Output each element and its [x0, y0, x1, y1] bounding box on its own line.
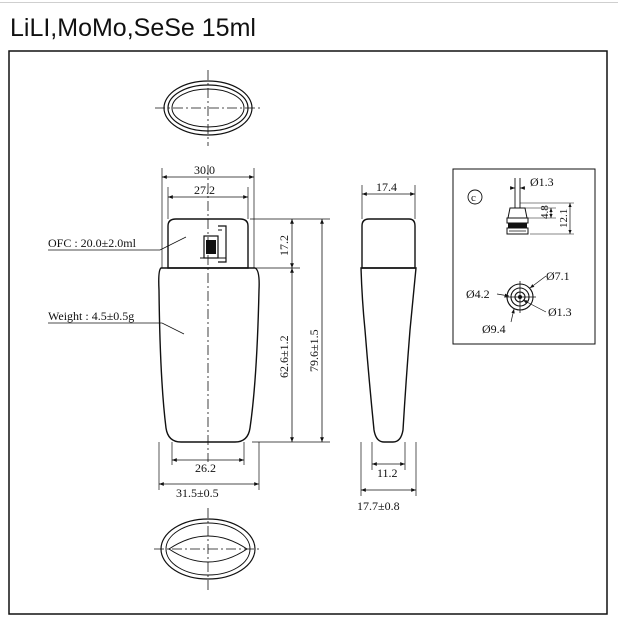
dim-cap-height-label: 17.2	[277, 235, 291, 256]
dim-width-overall-label: 31.5±0.5	[176, 486, 219, 500]
detail-d3: Ø4.2	[466, 287, 490, 301]
front-view	[158, 165, 260, 462]
dimension-side-bottom: 11.2	[371, 442, 406, 480]
ofc-note: OFC : 20.0±2.0ml	[48, 236, 187, 251]
dim-width-bottom-label: 26.2	[195, 461, 216, 475]
detail-d4: Ø1.3	[548, 305, 572, 319]
dimension-width-overall: 31.5±0.5	[158, 442, 260, 500]
top-view	[155, 70, 261, 146]
detail-h1: 4.8	[539, 205, 551, 219]
dim-side-top-label: 17.4	[376, 180, 397, 194]
weight-label: Weight : 4.5±0.5g	[48, 309, 134, 323]
weight-note: Weight : 4.5±0.5g	[48, 309, 185, 335]
dimension-total-height: 79.6±1.5	[307, 219, 324, 442]
side-view	[360, 218, 417, 443]
dim-body-height-label: 62.6±1.2	[277, 335, 291, 378]
page-title: LiLI,MoMo,SeSe 15ml	[10, 14, 256, 42]
dimension-side-overall: 17.7±0.8	[357, 442, 417, 513]
detail-d1: Ø1.3	[530, 175, 554, 189]
dimension-width-bottom: 26.2	[171, 442, 245, 475]
detail-d5: Ø9.4	[482, 322, 506, 336]
dimension-width-cap: 27.2	[167, 183, 249, 219]
dimension-cap-height: 17.2	[250, 218, 330, 269]
dimension-body-height: 62.6±1.2	[252, 268, 330, 443]
dim-width-cap-label: 27.2	[194, 183, 215, 197]
detail-d2: Ø7.1	[546, 269, 570, 283]
dim-side-bottom-label: 11.2	[377, 466, 398, 480]
bottom-view	[154, 508, 262, 590]
dim-total-height-label: 79.6±1.5	[307, 329, 321, 372]
ofc-label: OFC : 20.0±2.0ml	[48, 236, 137, 250]
top-divider	[0, 2, 618, 3]
detail-mark: c	[471, 192, 476, 204]
dimension-side-top: 17.4	[361, 180, 416, 219]
dimension-width-top: 30.0	[161, 163, 255, 268]
dim-width-top-label: 30.0	[194, 163, 215, 177]
detail-h2: 12.1	[558, 209, 570, 228]
drawing-frame	[8, 50, 608, 615]
detail-box: c Ø1.3 4.8 12.1 Ø7.1 Ø4.2 Ø1.3 Ø	[452, 168, 596, 345]
dim-side-overall-label: 17.7±0.8	[357, 499, 400, 513]
